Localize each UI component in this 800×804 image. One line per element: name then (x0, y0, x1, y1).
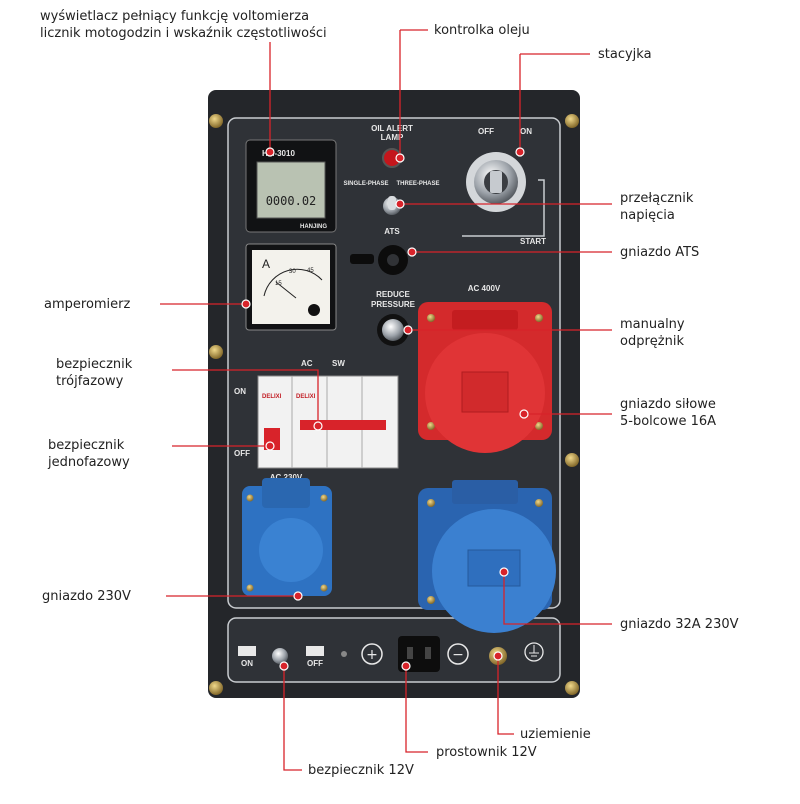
svg-text:ON: ON (234, 387, 246, 396)
callout-decompression-line2: odprężnik (620, 334, 685, 349)
callout-socket400-line1: gniazdo siłowe (620, 397, 716, 412)
svg-text:AC 400V: AC 400V (468, 284, 501, 293)
svg-text:SINGLE-PHASE: SINGLE-PHASE (343, 181, 388, 187)
callout-fuse1-line2: jednofazowy (48, 455, 130, 470)
svg-text:START: START (520, 237, 546, 246)
callout-switch-line2: napięcia (620, 208, 675, 223)
callout-fuse12: bezpiecznik 12V (308, 763, 414, 778)
svg-text:ON: ON (520, 127, 532, 136)
bolt-icon (565, 453, 579, 467)
svg-text:AC: AC (301, 359, 313, 368)
callout-lines (160, 29, 612, 771)
callout-fuse1-line1: bezpiecznik (48, 438, 125, 453)
dc-section: ON OFF + − (238, 636, 544, 672)
key-icon (490, 171, 502, 193)
bolt-icon (565, 114, 579, 128)
svg-text:45: 45 (307, 268, 314, 274)
callout-socket32: gniazdo 32A 230V (620, 617, 739, 632)
callout-fuse3-line2: trójfazowy (56, 374, 124, 389)
svg-text:ATS: ATS (384, 227, 400, 236)
svg-text:+: + (366, 647, 378, 663)
bolt-icon (209, 345, 223, 359)
socket-32a[interactable] (418, 480, 556, 633)
ats-socket[interactable] (350, 245, 408, 275)
plus-icon (361, 643, 383, 665)
callout-oil-lamp: kontrolka oleju (434, 23, 530, 38)
decompression-valve[interactable]: REDUCE PRESSURE (371, 290, 416, 346)
svg-text:−: − (452, 647, 464, 663)
callout-fuse3-line1: bezpiecznik (56, 357, 133, 372)
svg-text:OFF: OFF (234, 449, 250, 458)
svg-text:30: 30 (289, 269, 296, 275)
callout-display-line2: licznik motogodzin i wskaźnik częstotliw… (40, 26, 327, 41)
socket-230v[interactable]: AC 230V (242, 473, 332, 596)
ammeter: A 15 30 45 (245, 243, 337, 331)
svg-text:LAMP: LAMP (381, 133, 404, 142)
svg-text:DELIXI: DELIXI (296, 394, 316, 400)
svg-text:HANJING: HANJING (300, 224, 327, 230)
callout-decompression-line1: manualny (620, 317, 685, 332)
callout-dots (241, 147, 529, 671)
bolt-icon (209, 114, 223, 128)
svg-text:ON: ON (241, 659, 253, 668)
svg-text:0000.02: 0000.02 (266, 194, 317, 208)
svg-text:HM-3010: HM-3010 (262, 149, 295, 158)
bolt-icon (565, 681, 579, 695)
multifunction-display: HM-3010 0000.02 HANJING (245, 139, 337, 233)
socket-400v[interactable]: AC 400V (418, 284, 552, 453)
callout-ammeter: amperomierz (44, 297, 131, 312)
ignition-switch[interactable]: OFF ON START (462, 127, 546, 246)
callout-socket400-line2: 5-bolcowe 16A (620, 414, 717, 429)
callout-ignition: stacyjka (598, 47, 652, 62)
svg-text:REDUCE: REDUCE (376, 290, 410, 299)
callout-rectifier: prostownik 12V (436, 745, 537, 760)
three-phase-breaker-lever[interactable] (300, 420, 386, 430)
svg-text:PRESSURE: PRESSURE (371, 300, 416, 309)
callout-ground: uziemienie (520, 727, 591, 742)
callout-ats: gniazdo ATS (620, 245, 700, 260)
callout-display-line1: wyświetlacz pełniący funkcję voltomierza (40, 9, 310, 24)
callout-switch-line1: przełącznik (620, 191, 694, 206)
svg-text:THREE-PHASE: THREE-PHASE (396, 181, 439, 187)
svg-text:OFF: OFF (307, 659, 323, 668)
svg-text:AC 230V: AC 230V (270, 473, 303, 482)
minus-icon (447, 643, 469, 665)
svg-text:OFF: OFF (478, 127, 494, 136)
svg-text:DELIXI: DELIXI (262, 394, 282, 400)
svg-text:SW: SW (332, 359, 345, 368)
svg-text:A: A (262, 257, 270, 271)
bolt-icon (209, 681, 223, 695)
callout-socket230: gniazdo 230V (42, 589, 131, 604)
dc-fuse-switch[interactable] (272, 648, 288, 664)
svg-text:OIL ALERT: OIL ALERT (371, 124, 413, 133)
ground-icon (524, 642, 544, 662)
